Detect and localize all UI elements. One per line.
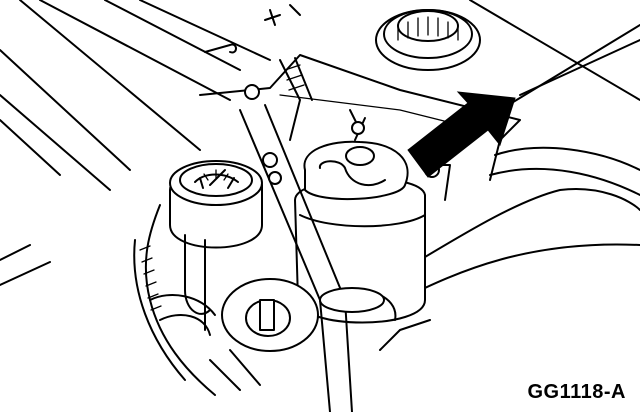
pressure-tank	[294, 109, 451, 324]
lower-components	[149, 278, 431, 391]
pointer-arrow	[407, 91, 516, 178]
reservoir-cap	[375, 9, 481, 71]
hood-panel-lines	[0, 0, 271, 286]
hood-clip	[204, 4, 301, 54]
washer-reservoir	[169, 160, 263, 331]
cowl-panel-lines	[399, 0, 640, 301]
figure-code: GG1118-A	[527, 381, 626, 403]
